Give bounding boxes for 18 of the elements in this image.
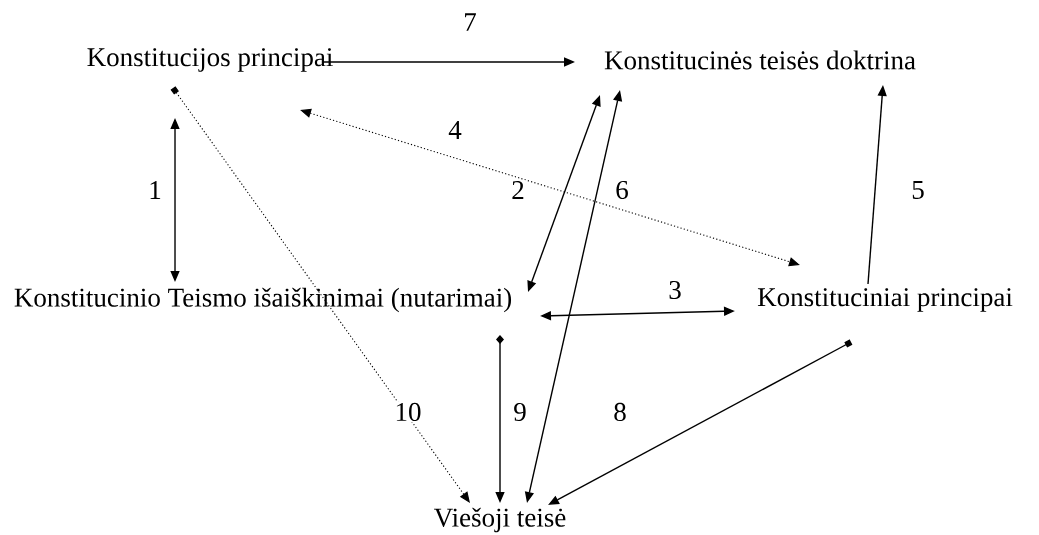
edge-label: 5 (910, 180, 926, 200)
node-text: Konstitucinės teisės doktrina (604, 50, 916, 70)
edge-label: 1 (147, 180, 163, 200)
arrow (300, 108, 800, 267)
edge-label: 7 (462, 12, 478, 32)
node-text: Konstituciniai principai (757, 288, 1013, 312)
edge-label: 8 (612, 401, 628, 423)
edge-label: 3 (667, 279, 683, 301)
edge-label: 4 (447, 120, 463, 140)
arrow (170, 86, 470, 503)
edge-label: 9 (512, 401, 528, 423)
edge-label: 2 (510, 180, 526, 200)
node-text: Viešoji teisė (434, 507, 566, 533)
node-text: Konstitucinio Teismo išaiškinimai (nutarimai) (14, 287, 512, 313)
edge-label: 10 (393, 401, 423, 423)
edge-label: 6 (614, 179, 630, 201)
arrow (548, 339, 853, 505)
node-text: Konstitucijos principai (87, 48, 333, 72)
